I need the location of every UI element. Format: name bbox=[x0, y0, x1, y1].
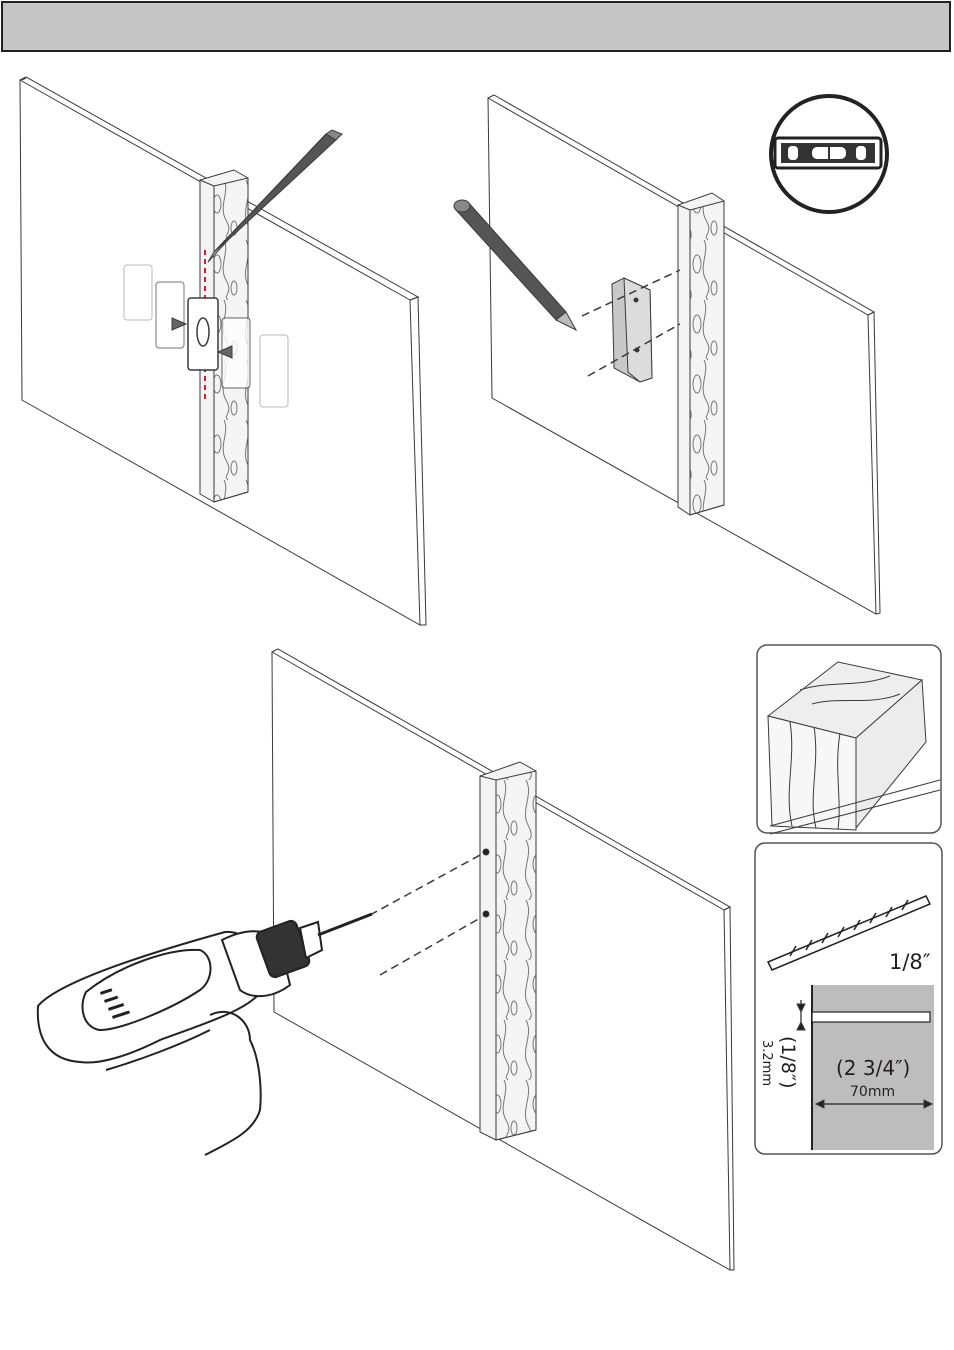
drill-bit-inset bbox=[755, 843, 942, 1154]
step-3-drill-pilot-holes bbox=[38, 649, 734, 1270]
wood-stud-inset bbox=[757, 645, 941, 834]
hole-diameter-inch-label: (1/8″) bbox=[777, 1036, 799, 1089]
bracket bbox=[612, 278, 652, 382]
hole-depth-mm-label: 70mm bbox=[850, 1084, 895, 1100]
bit-size-label: 1/8″ bbox=[889, 950, 931, 974]
hole-depth-inch-label: (2 3/4″) bbox=[836, 1056, 910, 1080]
hole-diameter-mm-label: 3.2mm bbox=[759, 1040, 774, 1086]
level-icon bbox=[771, 96, 887, 212]
step-1-locate-stud bbox=[20, 77, 426, 625]
